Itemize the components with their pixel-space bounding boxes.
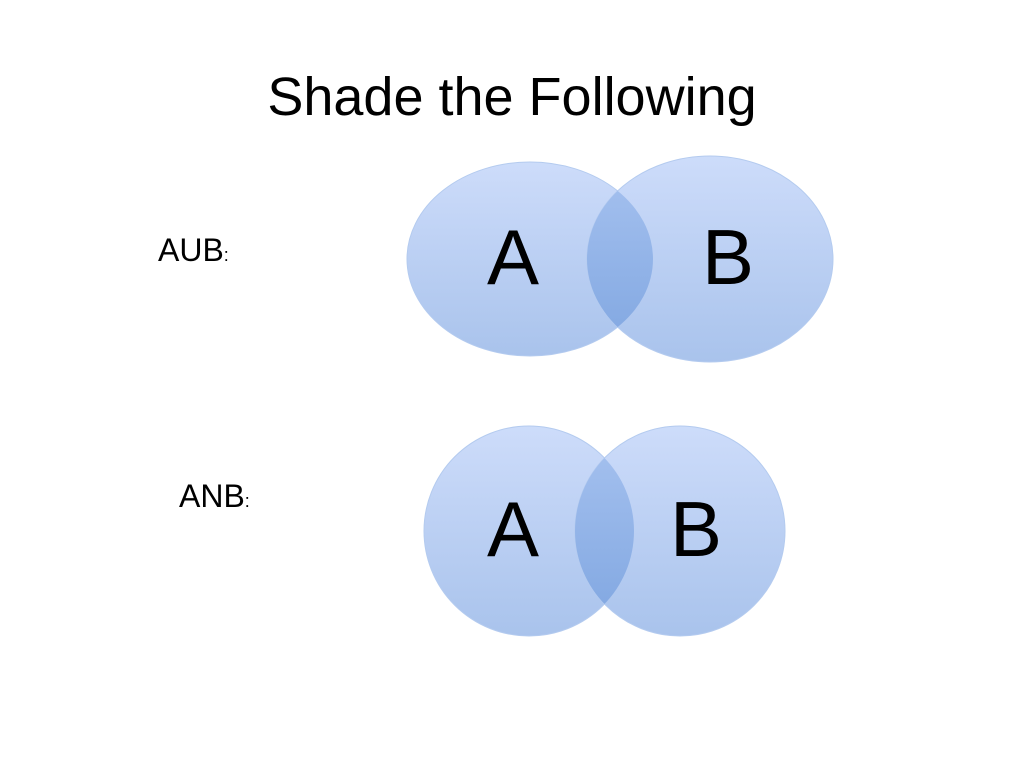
venn-intersection: A B	[423, 425, 786, 637]
venn-union: A B	[406, 155, 834, 363]
intersection-label: ANB:	[179, 476, 250, 521]
intersection-label-colon: :	[244, 491, 250, 511]
intersection-label-text: ANB	[179, 478, 245, 514]
union-set-b-label: B	[702, 213, 754, 301]
union-set-a-label: A	[487, 213, 539, 301]
union-label-colon: :	[223, 245, 229, 265]
union-label: AUB:	[158, 230, 229, 275]
intersection-set-b-label: B	[670, 485, 722, 573]
slide-title: Shade the Following	[267, 67, 757, 127]
union-label-text: AUB	[158, 232, 224, 268]
intersection-set-a-label: A	[487, 485, 539, 573]
